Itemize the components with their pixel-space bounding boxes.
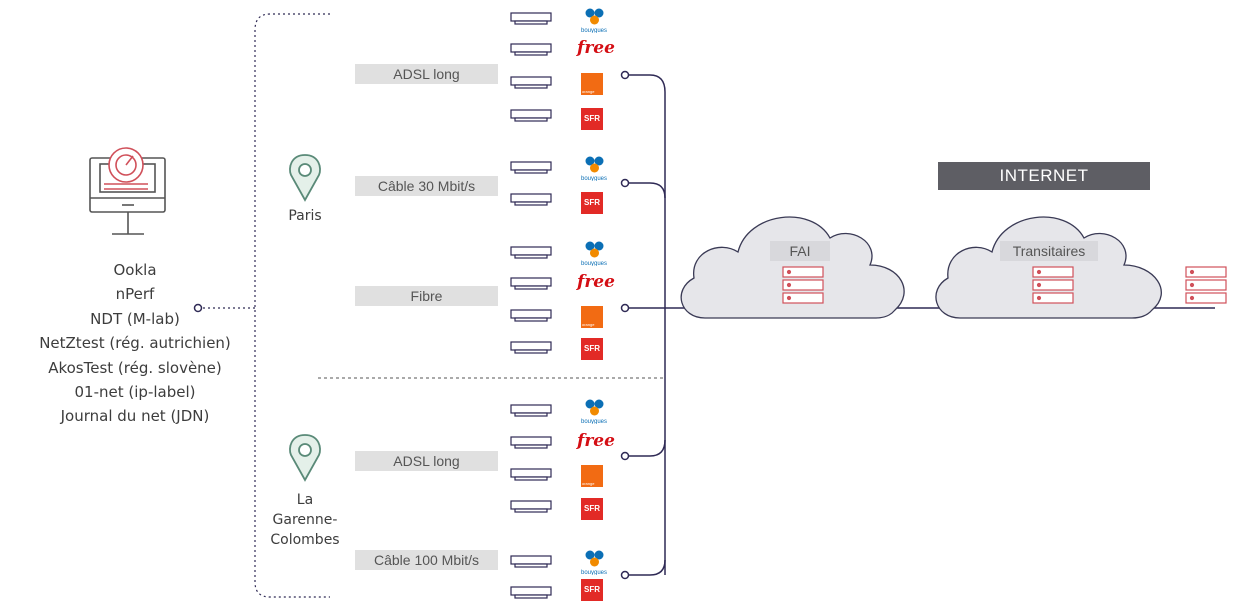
free-logo: free (577, 431, 615, 451)
band-garenne-adsl: ADSL long (355, 451, 498, 471)
modem-icon (510, 246, 552, 259)
free-logo: free (577, 38, 615, 58)
modem-icon (510, 404, 552, 417)
sfr-logo: SFR (581, 498, 603, 520)
band-paris-cable: Câble 30 Mbit/s (355, 176, 498, 196)
sfr-logo: SFR (581, 338, 603, 360)
transit-label: Transitaires (1000, 241, 1098, 261)
tool-name: nPerf (115, 285, 155, 304)
fai-label: FAI (770, 241, 830, 261)
modem-icon (510, 341, 552, 354)
band-garenne-cable: Câble 100 Mbit/s (355, 550, 498, 570)
modem-icon (510, 277, 552, 290)
modem-icon (510, 468, 552, 481)
bouygues-logo: bouygues (579, 398, 609, 425)
svg-text:bouygues: bouygues (581, 176, 607, 181)
modems (510, 12, 552, 599)
modem-icon (510, 555, 552, 568)
internet-label: INTERNET (938, 162, 1150, 190)
band-paris-fibre: Fibre (355, 286, 498, 306)
orange-logo: orange (581, 73, 603, 95)
band-paris-adsl: ADSL long (355, 64, 498, 84)
sfr-logo: SFR (581, 579, 603, 601)
modem-icon (510, 193, 552, 206)
modem-icon (510, 586, 552, 599)
svg-text:bouygues: bouygues (581, 570, 607, 575)
svg-text:bouygues: bouygues (581, 261, 607, 266)
modem-icon (510, 309, 552, 322)
server-stack-icon (782, 266, 824, 304)
tool-name: Journal du net (JDN) (60, 407, 210, 426)
sfr-logo: SFR (581, 108, 603, 130)
sfr-logo: SFR (581, 192, 603, 214)
bouygues-logo: bouygues (579, 155, 609, 182)
tool-name: AkosTest (rég. slovène) (48, 358, 222, 377)
paris-pin-icon (289, 154, 321, 202)
city-paris: Paris (288, 208, 322, 224)
tool-name: 01-net (ip-label) (74, 383, 196, 402)
svg-text:bouygues: bouygues (581, 28, 607, 33)
orange-logo: orange (581, 306, 603, 328)
tool-name: NDT (M-lab) (90, 309, 180, 328)
tool-name: NetZtest (rég. autrichien) (39, 334, 231, 353)
tool-name: Ookla (113, 261, 157, 279)
modem-icon (510, 12, 552, 25)
uplink-lines (620, 70, 1215, 580)
bouygues-logo: bouygues (579, 7, 609, 34)
modem-icon (510, 161, 552, 174)
server-stack-icon (1185, 266, 1227, 304)
speedtest-computer-icon (89, 147, 166, 235)
server-stack-icon (1032, 266, 1074, 304)
modem-icon (510, 43, 552, 56)
servers (782, 266, 1227, 304)
city-la-garenne-colombes: La Garenne- Colombes (270, 492, 340, 548)
bouygues-logo: bouygues (579, 549, 609, 576)
free-logo: free (577, 272, 615, 292)
measurement-tool-list: Ookla nPerf NDT (M-lab) NetZtest (rég. a… (0, 258, 270, 429)
bouygues-logo: bouygues (579, 240, 609, 267)
svg-text:bouygues: bouygues (581, 419, 607, 424)
orange-logo: orange (581, 465, 603, 487)
garenne-pin-icon (289, 434, 321, 482)
modem-icon (510, 436, 552, 449)
modem-icon (510, 109, 552, 122)
modem-icon (510, 500, 552, 513)
modem-icon (510, 76, 552, 89)
tools-connector (193, 13, 665, 598)
